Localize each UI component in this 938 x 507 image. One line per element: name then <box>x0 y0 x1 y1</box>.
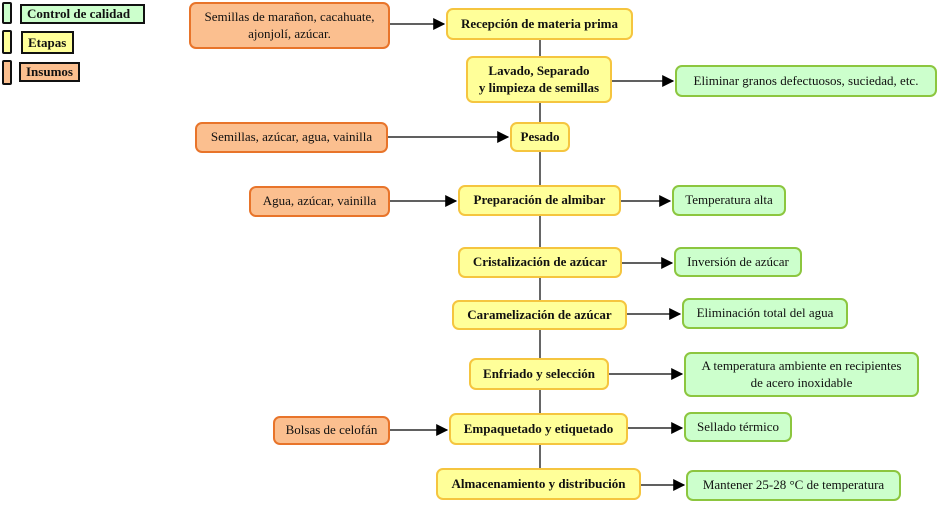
control-box: A temperatura ambiente en recipientes de… <box>684 352 919 397</box>
stage-box: Preparación de almibar <box>458 185 621 216</box>
input-box: Semillas de marañon, cacahuate, ajonjolí… <box>189 2 390 49</box>
stage-box: Recepción de materia prima <box>446 8 633 40</box>
legend-stage: Etapas <box>21 31 74 54</box>
legend-swatch-control <box>2 2 12 24</box>
control-box: Inversión de azúcar <box>674 247 802 277</box>
input-box: Bolsas de celofán <box>273 416 390 445</box>
control-box: Mantener 25-28 °C de temperatura <box>686 470 901 501</box>
stage-box: Enfriado y selección <box>469 358 609 390</box>
legend-swatch-stage <box>2 30 12 54</box>
control-box: Eliminación total del agua <box>682 298 848 329</box>
stage-box: Cristalización de azúcar <box>458 247 622 278</box>
control-box: Sellado térmico <box>684 412 792 442</box>
stage-box: Pesado <box>510 122 570 152</box>
stage-box: Almacenamiento y distribución <box>436 468 641 500</box>
stage-box: Lavado, Separado y limpieza de semillas <box>466 56 612 103</box>
legend-input: Insumos <box>19 62 80 82</box>
legend-control: Control de calidad <box>20 4 145 24</box>
stage-box: Empaquetado y etiquetado <box>449 413 628 445</box>
input-box: Agua, azúcar, vainilla <box>249 186 390 217</box>
stage-box: Caramelización de azúcar <box>452 300 627 330</box>
legend-swatch-input <box>2 60 12 85</box>
control-box: Eliminar granos defectuosos, suciedad, e… <box>675 65 937 97</box>
control-box: Temperatura alta <box>672 185 786 216</box>
input-box: Semillas, azúcar, agua, vainilla <box>195 122 388 153</box>
